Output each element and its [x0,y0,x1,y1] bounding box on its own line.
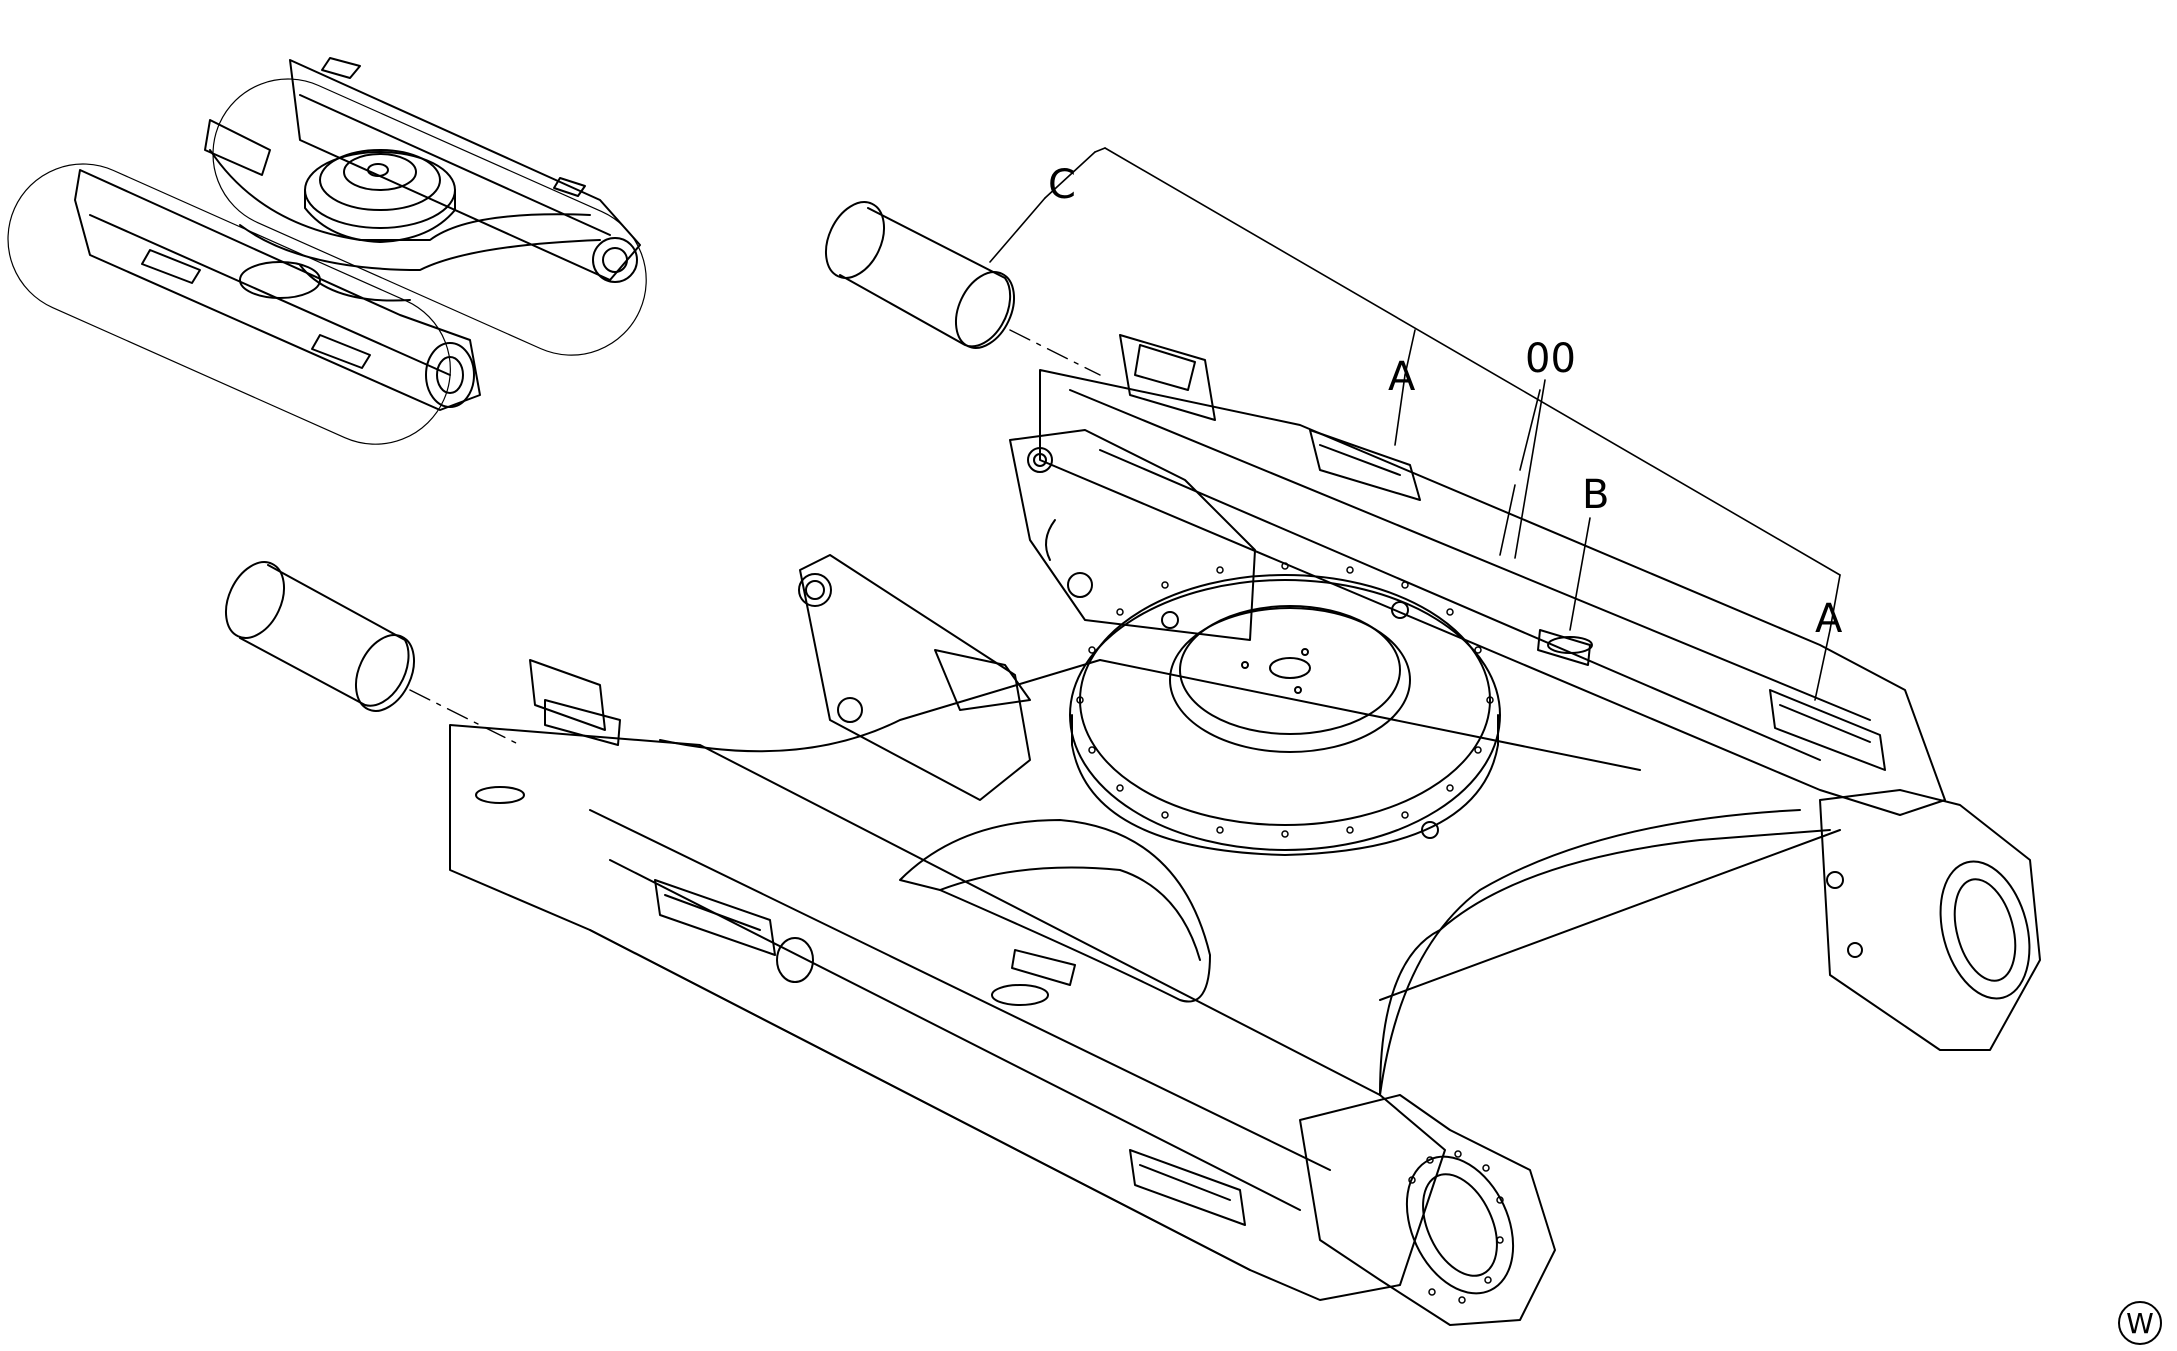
swing-bearing [1069,562,1501,856]
center-body [659,659,1841,1096]
pin-cylinder-upper [824,201,1016,349]
overview-side-frame-front [74,169,481,411]
overview-thumbnail [7,57,647,445]
bearing-bolt-ring [1076,562,1494,838]
front-motor-mount [1299,1094,1556,1326]
circled-w-mark: W [2118,1301,2162,1345]
back-gusset-plate [1009,429,1256,641]
callout-a-top: A [1388,354,1416,400]
callout-a-right: A [1815,596,1843,642]
leader-lines [989,147,1841,701]
centerlines [409,329,1101,746]
overview-center-frame [204,119,601,302]
callout-labels: C A 00 B A [1048,162,1843,642]
pin-cylinder-lower [224,561,416,712]
callout-b: B [1582,472,1609,518]
svg-text:W: W [2126,1307,2154,1340]
back-side-frame [1039,334,1946,816]
front-gusset-plate [798,554,1031,801]
callout-00: 00 [1525,336,1576,382]
front-side-frame [449,659,1446,1301]
overview-side-frame-back [289,57,641,283]
overview-track-outline-back [212,78,647,356]
callout-c: C [1048,162,1076,208]
back-motor-mount [1819,789,2041,1051]
overview-track-outline-front [7,163,451,445]
main-undercarriage-frame [449,334,2041,1326]
